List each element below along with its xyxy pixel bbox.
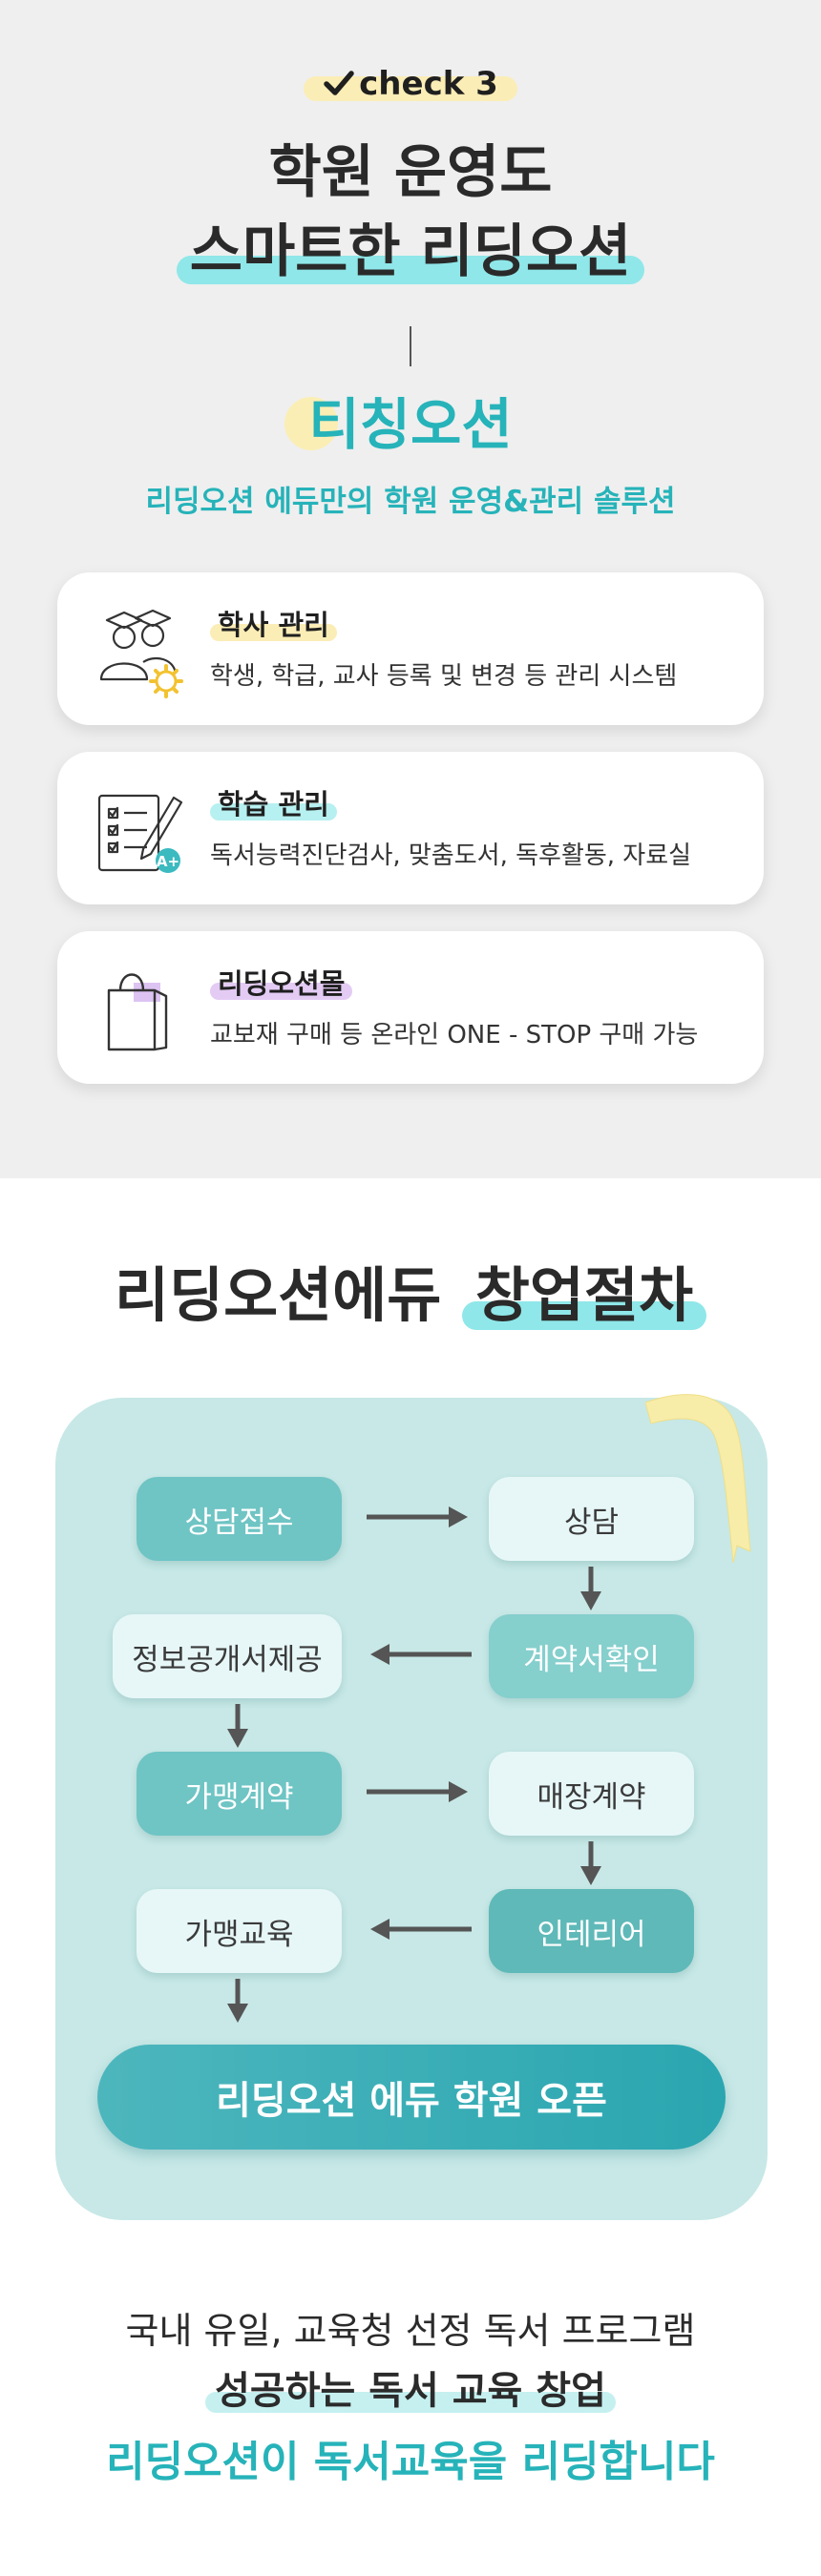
headline-line1: 학원 운영도: [268, 139, 553, 206]
step-disclosure-document: 정보공개서제공: [113, 1614, 342, 1698]
card-desc: 학생, 학급, 교사 등록 및 변경 등 관리 시스템: [210, 662, 678, 691]
arrow-down-icon: [227, 1979, 248, 2023]
card-academic-management: 학사 관리 학생, 학급, 교사 등록 및 변경 등 관리 시스템: [57, 572, 764, 725]
step-consultation-request: 상담접수: [137, 1477, 342, 1561]
check-label: check 3: [359, 65, 498, 103]
card-title: 학사 관리: [210, 603, 337, 643]
brand-title: 티칭오션: [0, 391, 821, 458]
footer-line1: 국내 유일, 교육청 선정 독서 프로그램: [125, 2310, 696, 2352]
step-interior: 인테리어: [489, 1889, 694, 1973]
step-consultation: 상담: [489, 1477, 694, 1561]
step-store-lease: 매장계약: [489, 1752, 694, 1836]
brand-dot-decoration: [284, 397, 338, 450]
card-title: 리딩오션몰: [210, 962, 353, 1002]
startup-process-title: 리딩오션에듀 창업절차: [0, 1259, 821, 1332]
card-title: 학습 관리: [210, 782, 337, 822]
tagline: 리딩오션 에듀만의 학원 운영&관리 솔루션: [145, 485, 676, 519]
graduates-gear-icon: [99, 609, 183, 698]
headline-line2: 스마트한 리딩오션: [0, 218, 821, 286]
card-desc: 교보재 구매 등 온라인 ONE - STOP 구매 가능: [210, 1021, 699, 1049]
arrow-down-icon: [227, 1704, 248, 1748]
arrow-left-icon: [370, 1644, 472, 1665]
step-franchise-contract: 가맹계약: [137, 1752, 342, 1836]
card-learning-management: A+ 학습 관리 독서능력진단검사, 맞춤도서, 독후활동, 자료실: [57, 752, 764, 904]
footer-line2: 성공하는 독서 교육 창업: [0, 2359, 821, 2415]
checklist-pencil-icon: A+: [97, 794, 183, 873]
shopping-bag-icon: [107, 973, 168, 1051]
step-contract-review: 계약서확인: [489, 1614, 694, 1698]
svg-text:A+: A+: [157, 853, 179, 870]
arrow-left-icon: [370, 1919, 472, 1940]
teaching-ocean-section: check 3 학원 운영도 스마트한 리딩오션 티칭오션 리딩오션 에듀만의 …: [0, 0, 821, 1178]
divider-line: [410, 326, 411, 366]
arrow-down-icon: [580, 1567, 601, 1610]
check-badge: check 3: [0, 63, 821, 105]
arrow-down-icon: [580, 1841, 601, 1885]
card-reading-ocean-mall: 리딩오션몰 교보재 구매 등 온라인 ONE - STOP 구매 가능: [57, 931, 764, 1084]
checkmark-icon: [324, 71, 354, 95]
card-desc: 독서능력진단검사, 맞춤도서, 독후활동, 자료실: [210, 841, 692, 870]
footer-line3: 리딩오션이 독서교육을 리딩합니다: [106, 2438, 715, 2486]
arrow-right-icon: [367, 1506, 468, 1527]
step-franchise-training: 가맹교육: [137, 1889, 342, 1973]
final-step-academy-open: 리딩오션 에듀 학원 오픈: [97, 2045, 726, 2150]
ribbon-decoration: [645, 1394, 751, 1563]
arrow-right-icon: [367, 1781, 468, 1802]
